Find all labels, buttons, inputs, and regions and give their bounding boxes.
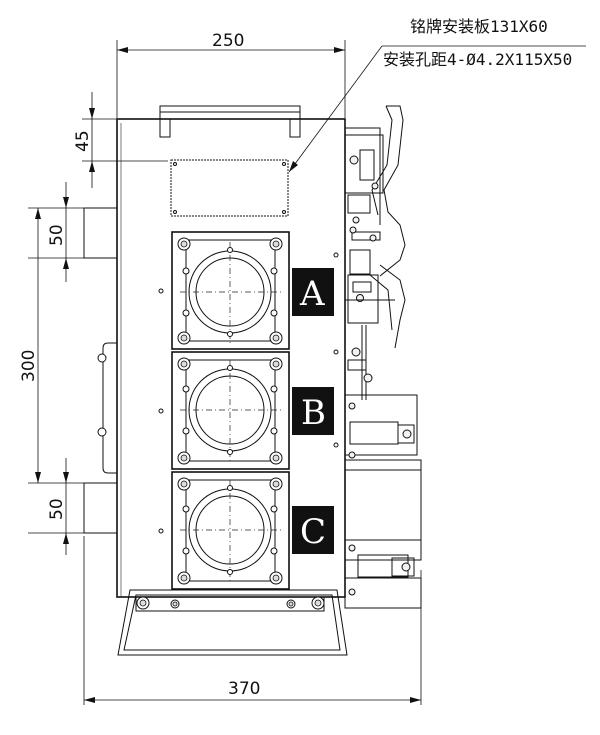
- flange-unit-b: [171, 351, 290, 470]
- dimension-lower-pipe: 50: [28, 458, 84, 555]
- dimension-plate-offset: 45: [73, 92, 168, 188]
- dimension-bottom-width-label: 370: [228, 679, 260, 699]
- enclosure-rivets: [333, 252, 339, 448]
- phase-label-c-text: C: [300, 512, 326, 552]
- phase-label-b: B: [292, 387, 334, 435]
- dimension-upper-pipe: 50: [28, 182, 84, 282]
- dimension-plate-offset-label: 45: [73, 130, 93, 152]
- phase-label-c: C: [292, 506, 334, 554]
- dimension-bottom-width: 370: [83, 536, 422, 705]
- left-side-bracket: [97, 288, 164, 534]
- right-side-mechanism: [344, 105, 422, 609]
- dimension-lower-pipe-label: 50: [47, 498, 67, 520]
- flange-unit-c: [171, 471, 290, 590]
- phase-label-a: A: [292, 268, 334, 316]
- dimension-top-width-label: 250: [212, 31, 244, 51]
- nameplate-plate: [170, 159, 289, 217]
- annotation-group: 铭牌安装板131X60 安装孔距4-Ø4.2X115X50: [288, 17, 586, 173]
- dimension-top-width: 250: [116, 31, 346, 118]
- base-frame: [117, 589, 348, 656]
- phase-label-a-text: A: [299, 274, 325, 314]
- lower-pipe: [83, 482, 118, 534]
- dimension-pipe-spacing: 300: [19, 208, 41, 483]
- mounting-holes-note: 安装孔距4-Ø4.2X115X50: [383, 50, 572, 69]
- nameplate-note: 铭牌安装板131X60: [410, 17, 548, 36]
- upper-pipe: [83, 207, 118, 259]
- dimension-pipe-spacing-label: 300: [19, 350, 39, 382]
- dimension-upper-pipe-label: 50: [47, 224, 67, 246]
- phase-label-b-text: B: [301, 393, 326, 433]
- flange-unit-a: [171, 231, 290, 350]
- lifting-handle: [159, 105, 301, 138]
